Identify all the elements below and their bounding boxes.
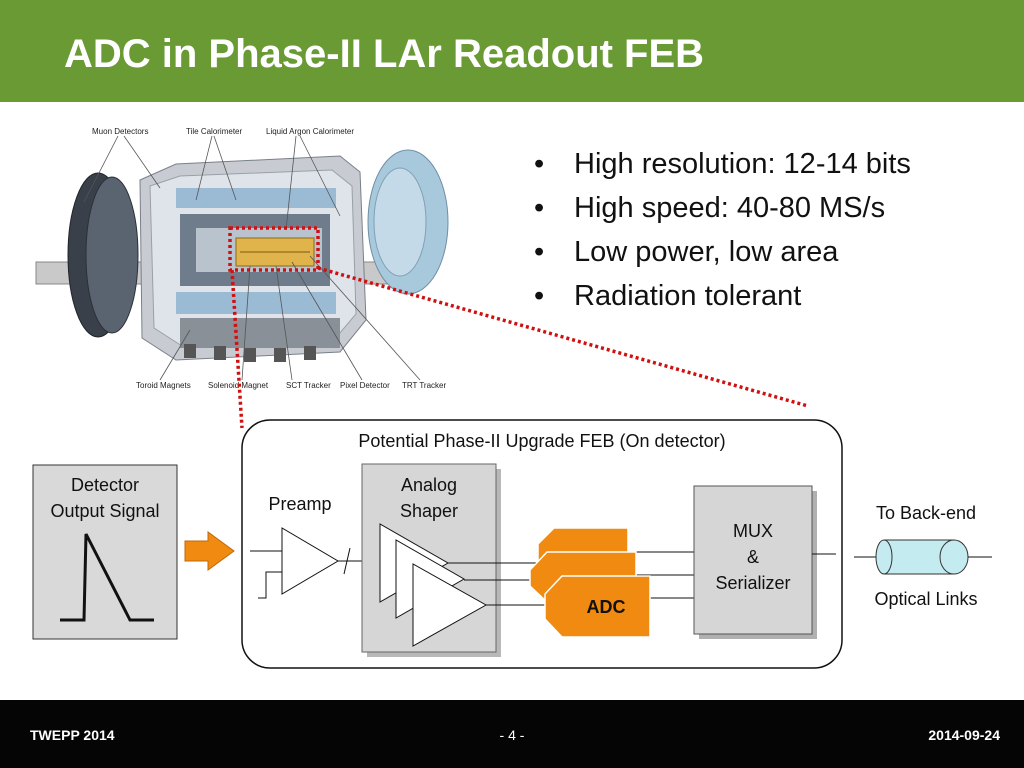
label-muon-detectors: Muon Detectors [92,127,148,136]
mux-box [693,485,813,635]
shaper-label: Analog Shaper [399,475,459,521]
to-backend-label: To Back-end [875,503,977,523]
optical-links-label: Optical Links [874,589,978,609]
page-number: - 4 - [499,727,525,743]
label-pixel-detector: Pixel Detector [340,381,390,390]
label-sct-tracker: SCT Tracker [286,381,331,390]
highlight-box [228,226,320,272]
zoom-line-right [317,266,809,408]
footer-date: 2014-09-24 [928,727,1000,743]
shaper-triangle [412,563,488,647]
adc-block [544,575,651,638]
preamp-triangle [281,527,339,595]
bus-mark [343,547,351,575]
detector-output-label: Detector Output Signal [50,475,160,521]
detector-output-box [32,464,178,640]
mux-label: MUX & Serializer [715,521,791,593]
detector-cutaway-image [35,135,449,381]
adc-label: ADC [586,597,626,617]
footer-conference: TWEPP 2014 [30,727,115,743]
title-bar: ADC in Phase-II LAr Readout FEB [0,0,1024,102]
label-trt-tracker: TRT Tracker [402,381,446,390]
bullet-item: Radiation tolerant [532,274,911,318]
label-toroid-magnets: Toroid Magnets [136,381,191,390]
preamp-label: Preamp [268,494,332,514]
signal-pulse [60,533,154,622]
label-lar-calorimeter: Liquid Argon Calorimeter [266,127,354,136]
label-tile-calorimeter: Tile Calorimeter [186,127,242,136]
bullet-item: Low power, low area [532,230,911,274]
zoom-line-left [230,269,244,429]
footer-bar: TWEPP 2014 - 4 - 2014-09-24 [0,700,1024,768]
slide-title: ADC in Phase-II LAr Readout FEB [64,32,705,76]
bullet-item: High resolution: 12-14 bits [532,142,911,186]
bullet-item: High speed: 40-80 MS/s [532,186,911,230]
preamp-ground [258,571,282,599]
bullet-list: High resolution: 12-14 bits High speed: … [532,142,911,318]
feb-title: Potential Phase-II Upgrade FEB (On detec… [358,431,726,451]
arrow-icon [184,531,235,571]
